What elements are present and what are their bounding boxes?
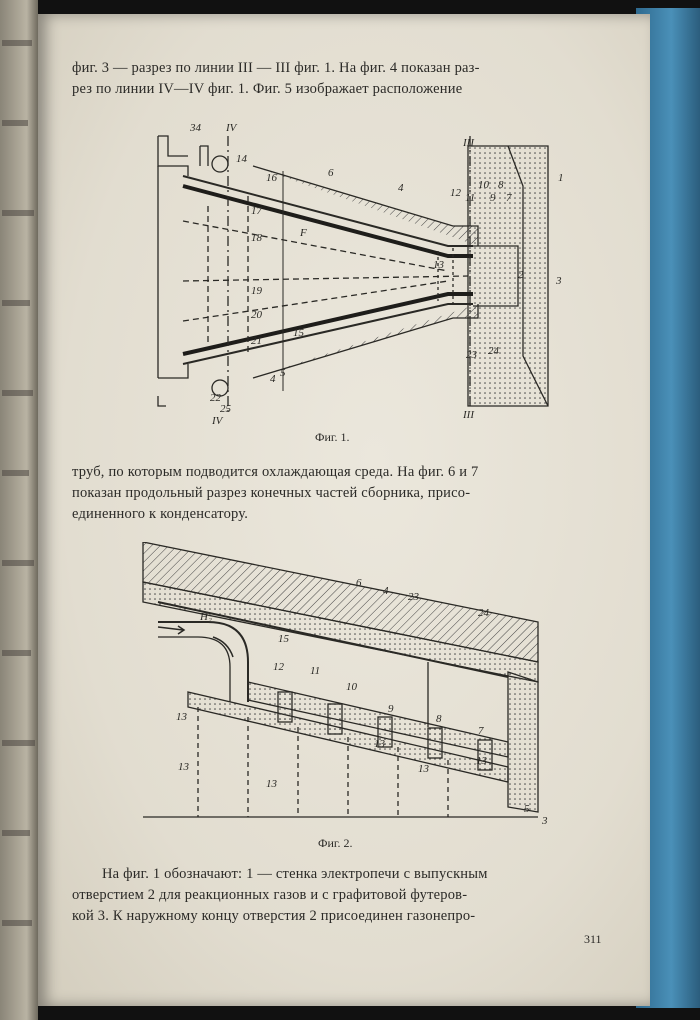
fig1-label-f: F — [299, 227, 307, 239]
fig2-label-h2: H₂ — [199, 611, 212, 623]
fig1-label-21: 21 — [251, 335, 262, 347]
fig1-label-19: 19 — [251, 285, 263, 297]
fig1-label-iv-top: IV — [225, 122, 238, 134]
fig1-label-iv-bottom: IV — [211, 415, 224, 426]
fig2-label-13e: 13 — [418, 763, 430, 775]
fig2-label-3: 3 — [541, 815, 548, 827]
fig1-label-4-bottom: 4 — [270, 373, 276, 385]
fig2-label-13a: 13 — [176, 711, 188, 723]
fig2-label-4: 4 — [383, 585, 389, 597]
fig1-label-18: 18 — [251, 232, 263, 244]
fig1-label-25: 25 — [220, 403, 232, 415]
fig1-label-15: 15 — [293, 327, 305, 339]
fig1-label-13: 13 — [433, 259, 445, 271]
figure-1-drawing: 34 IV 14 16 6 4 III 12 11 10 9 8 7 1 17 … — [157, 122, 564, 426]
figure-1-caption: Фиг. 1. — [315, 430, 350, 444]
fig1-label-4-top: 4 — [398, 182, 404, 194]
fig2-label-10: 10 — [346, 681, 358, 693]
figure-2-caption: Фиг. 2. — [318, 836, 353, 850]
text-line: На фиг. 1 обозначают: 1 — стенка электро… — [102, 866, 488, 882]
fig1-label-14: 14 — [236, 153, 248, 165]
middle-paragraph: труб, по которым подводится охлаждающая … — [72, 462, 479, 525]
fig2-label-13f: 13 — [476, 755, 488, 767]
text-line: показан продольный разрез конечных часте… — [72, 485, 471, 501]
fig2-label-6: 6 — [356, 577, 362, 589]
text-line: труб, по которым подводится охлаждающая … — [72, 464, 479, 480]
fig1-label-iii-bottom: III — [462, 409, 475, 421]
fig2-label-12: 12 — [273, 661, 285, 673]
fig2-label-13d: 13 — [374, 738, 386, 750]
figure-2-drawing: 6 4 23 24 H₂ 15 12 11 10 9 8 7 13 13 13 … — [142, 542, 548, 827]
fig1-label-20: 20 — [251, 309, 263, 321]
fig1-label-12: 12 — [450, 187, 462, 199]
book-page: фиг. 3 — разрез по линии III — III фиг. … — [38, 14, 650, 1006]
fig1-label-7: 7 — [506, 192, 512, 204]
text-line: кой 3. К наружному концу отверстия 2 при… — [72, 908, 476, 924]
intro-paragraph: фиг. 3 — разрез по линии III — III фиг. … — [72, 58, 480, 100]
fig2-label-24: 24 — [478, 607, 490, 619]
text-line: единенного к конденсатору. — [72, 506, 249, 522]
adjacent-page-edge — [0, 0, 38, 1020]
fig1-label-17: 17 — [251, 205, 263, 217]
fig2-label-23: 23 — [408, 591, 420, 603]
text-line: отверстием 2 для реакционных газов и с г… — [72, 887, 468, 903]
fig2-label-9: 9 — [388, 703, 394, 715]
fig2-label-7: 7 — [478, 725, 484, 737]
fig1-label-1: 1 — [558, 172, 564, 184]
fig2-label-13c: 13 — [266, 778, 278, 790]
fig1-label-34: 34 — [189, 122, 202, 134]
fig1-label-6: 6 — [328, 167, 334, 179]
fig1-label-8: 8 — [498, 179, 504, 191]
text-line: фиг. 3 — разрез по линии III — III фиг. … — [72, 60, 480, 76]
fig1-label-22: 22 — [210, 392, 222, 404]
fig2-label-5: 5 — [524, 803, 530, 815]
fig2-label-11: 11 — [310, 665, 320, 677]
fig1-label-9: 9 — [490, 192, 496, 204]
fig2-label-15: 15 — [278, 633, 290, 645]
fig2-label-8: 8 — [436, 713, 442, 725]
fig1-label-10: 10 — [478, 179, 490, 191]
fig1-label-11: 11 — [465, 192, 475, 204]
text-line: рез по линии IV—IV фиг. 1. Фиг. 5 изобра… — [72, 81, 463, 97]
fig1-label-3: 3 — [555, 275, 562, 287]
fig1-label-16: 16 — [266, 172, 278, 184]
fig1-label-24: 24 — [488, 345, 500, 357]
fig2-label-13b: 13 — [178, 761, 190, 773]
bottom-paragraph: На фиг. 1 обозначают: 1 — стенка электро… — [72, 864, 488, 927]
fig1-label-23: 23 — [466, 349, 478, 361]
fig1-label-2: 2 — [518, 269, 524, 281]
page-number: 311 — [584, 932, 602, 946]
fig1-label-5: 5 — [280, 367, 286, 379]
fig1-label-iii-top: III — [462, 137, 475, 149]
